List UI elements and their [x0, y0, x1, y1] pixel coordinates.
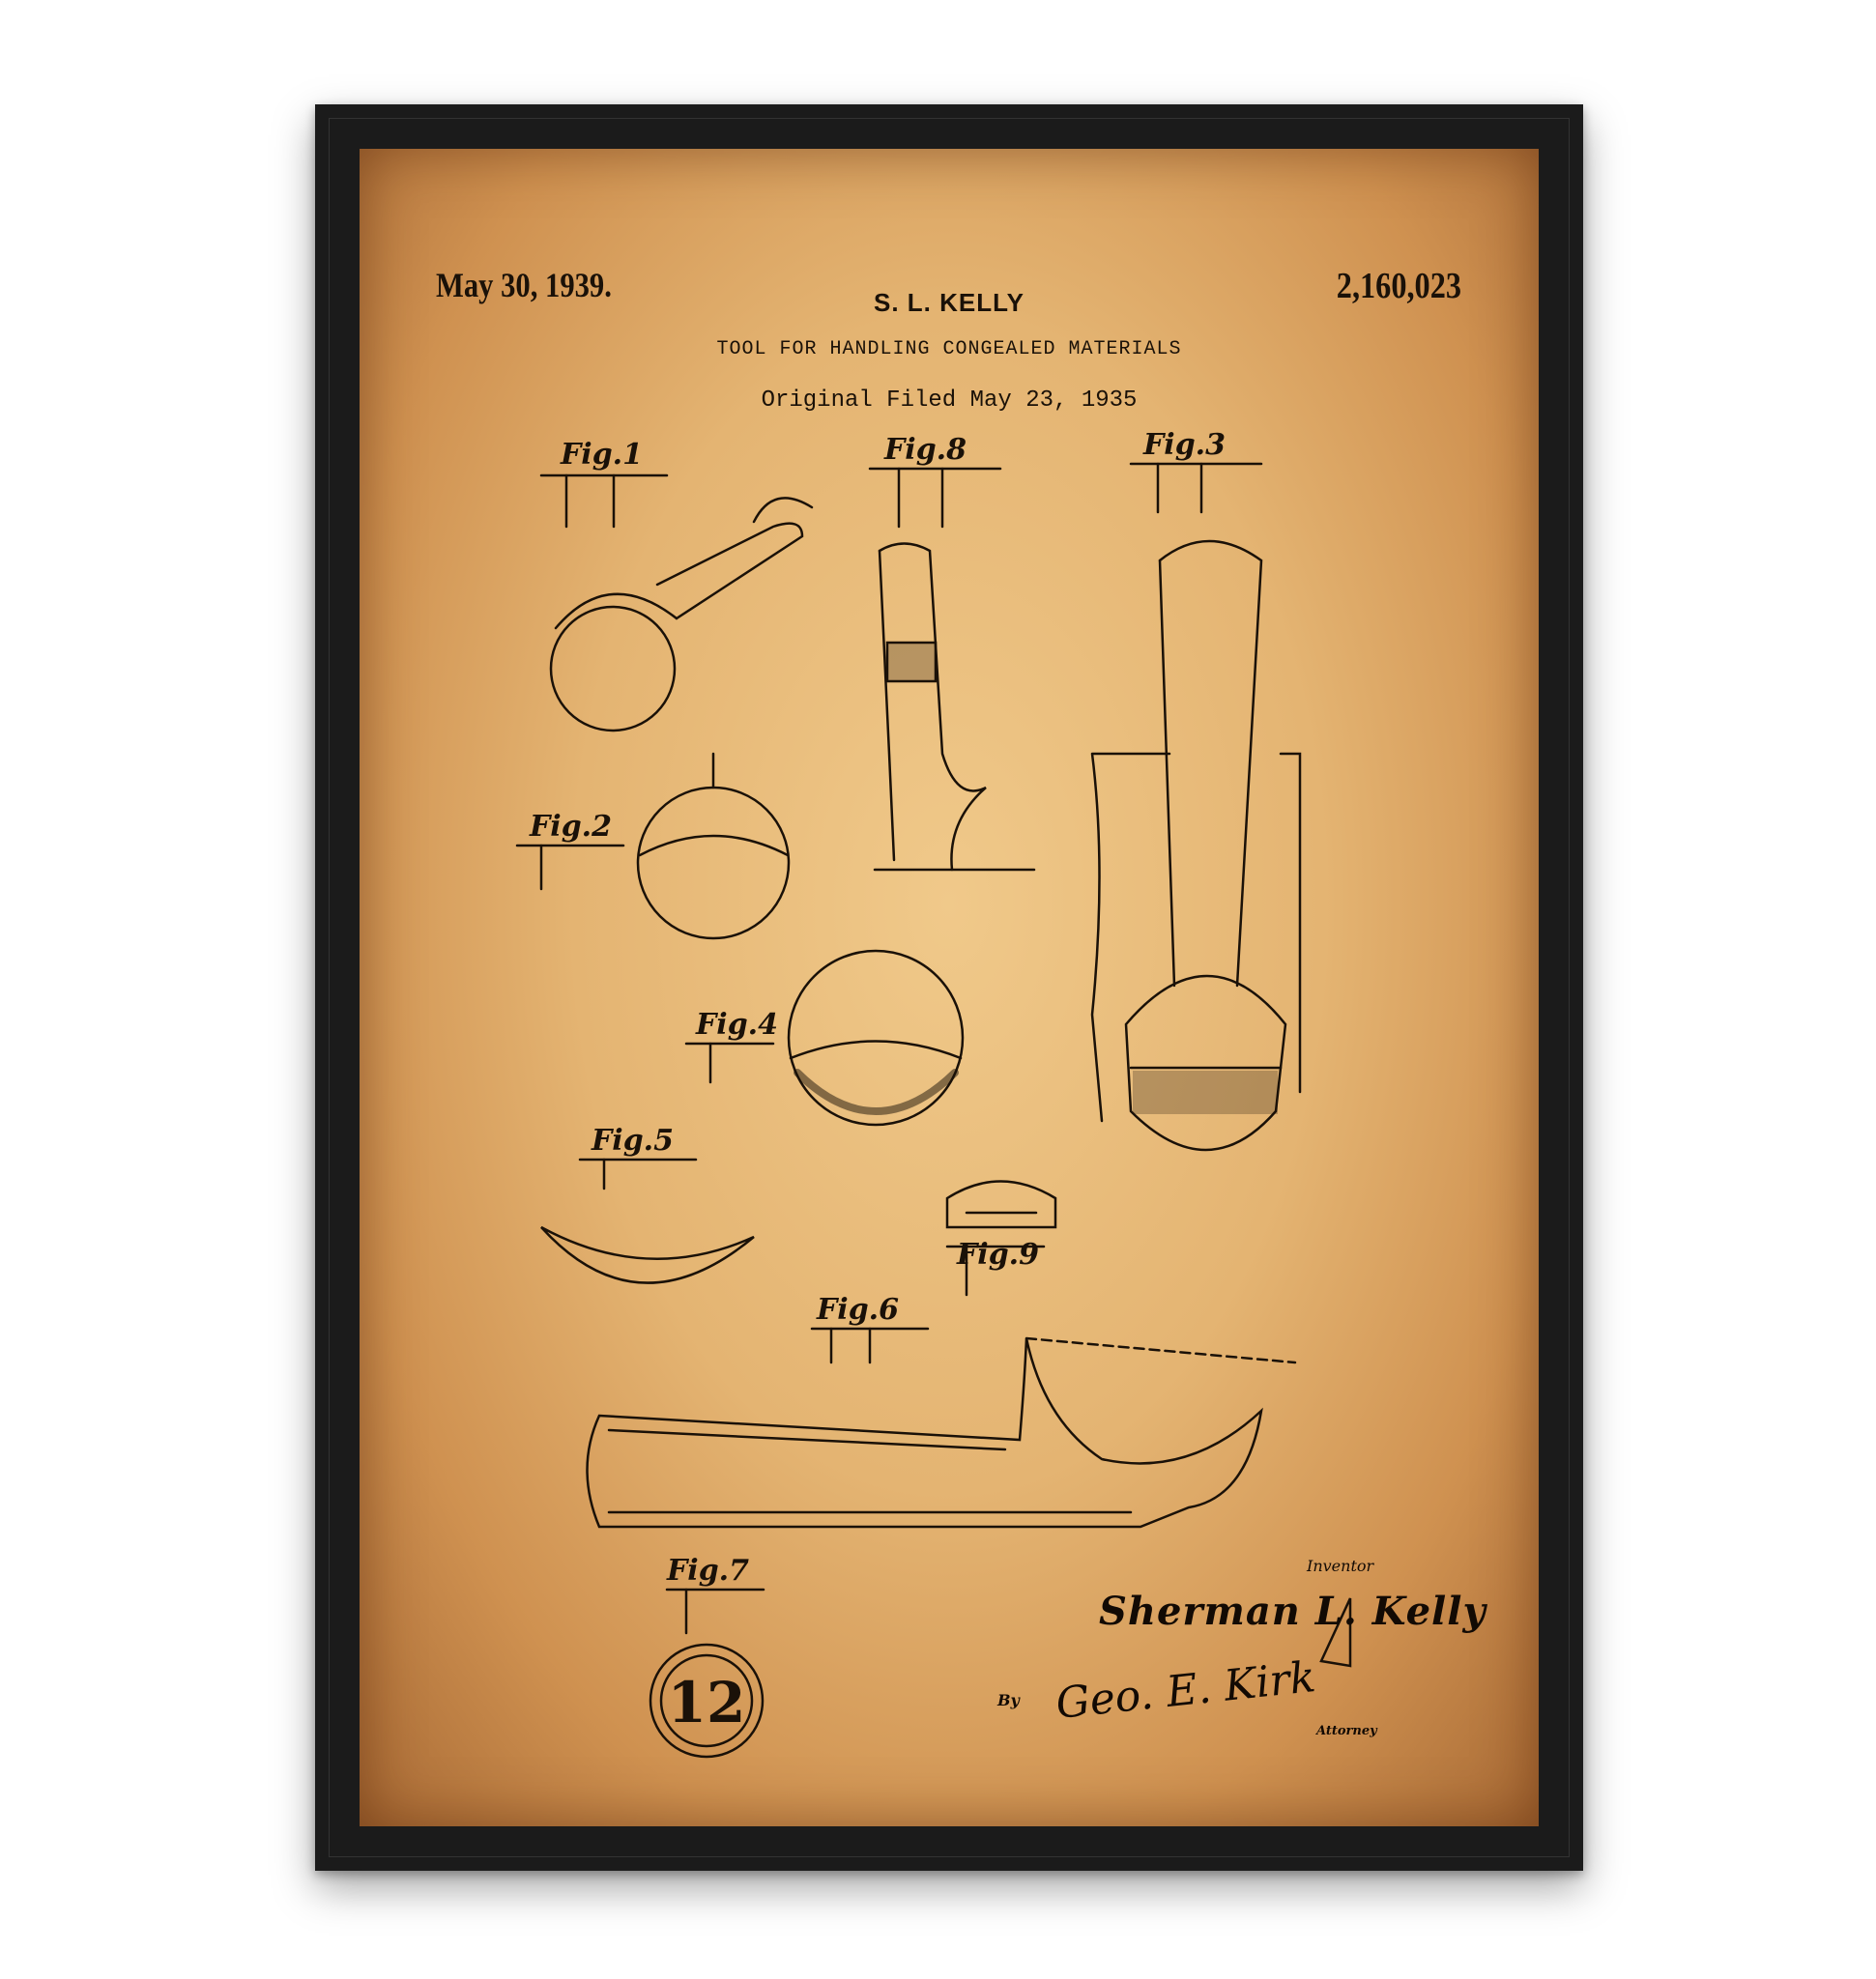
inventor-signature: Sherman L. Kelly: [1099, 1589, 1486, 1634]
fig-7-label: Fig.7: [666, 1554, 749, 1588]
patent-date: May 30, 1939.: [436, 266, 612, 304]
fig-2-label: Fig.2: [529, 810, 612, 844]
fig-1-label: Fig.1: [560, 438, 643, 472]
fig-4-label: Fig.4: [695, 1008, 778, 1042]
fig-8-label: Fig.8: [883, 433, 967, 467]
fig-7-numeral: 12: [668, 1670, 746, 1735]
inventor-label: Inventor: [1307, 1557, 1374, 1575]
figure-8: Fig.8: [868, 433, 1036, 872]
fig-3-label: Fig.3: [1142, 428, 1226, 462]
inventor-name: S. L. KELLY: [874, 288, 1025, 317]
fig-5-label: Fig.5: [591, 1124, 674, 1158]
figure-4: Fig.4: [684, 949, 965, 1127]
fig-9-label: Fig.9: [956, 1238, 1039, 1272]
patent-drawings: Fig.1 Fig.8 Fig.3: [515, 428, 1352, 1759]
figure-6: Fig.6: [586, 1293, 1297, 1529]
by-label: By: [997, 1691, 1020, 1709]
figure-1: Fig.1: [539, 438, 814, 732]
attorney-label: Attorney: [1316, 1724, 1377, 1738]
fig-6-label: Fig.6: [816, 1293, 899, 1327]
figure-2: Fig.2: [515, 752, 791, 940]
figure-3: Fig.3: [1090, 428, 1302, 1152]
patent-title: TOOL FOR HANDLING CONGEALED MATERIALS: [716, 338, 1182, 360]
figure-7: Fig.7 12: [649, 1554, 765, 1759]
patent-number: 2,160,023: [1336, 266, 1461, 306]
figure-5: Fig.5: [540, 1124, 755, 1284]
figure-9: Fig.9: [945, 1180, 1057, 1297]
picture-frame: May 30, 1939. 2,160,023 S. L. KELLY TOOL…: [315, 104, 1583, 1871]
filed-date: Original Filed May 23, 1935: [761, 387, 1138, 414]
signature-flourish: [1319, 1597, 1352, 1668]
patent-paper: May 30, 1939. 2,160,023 S. L. KELLY TOOL…: [360, 149, 1539, 1826]
